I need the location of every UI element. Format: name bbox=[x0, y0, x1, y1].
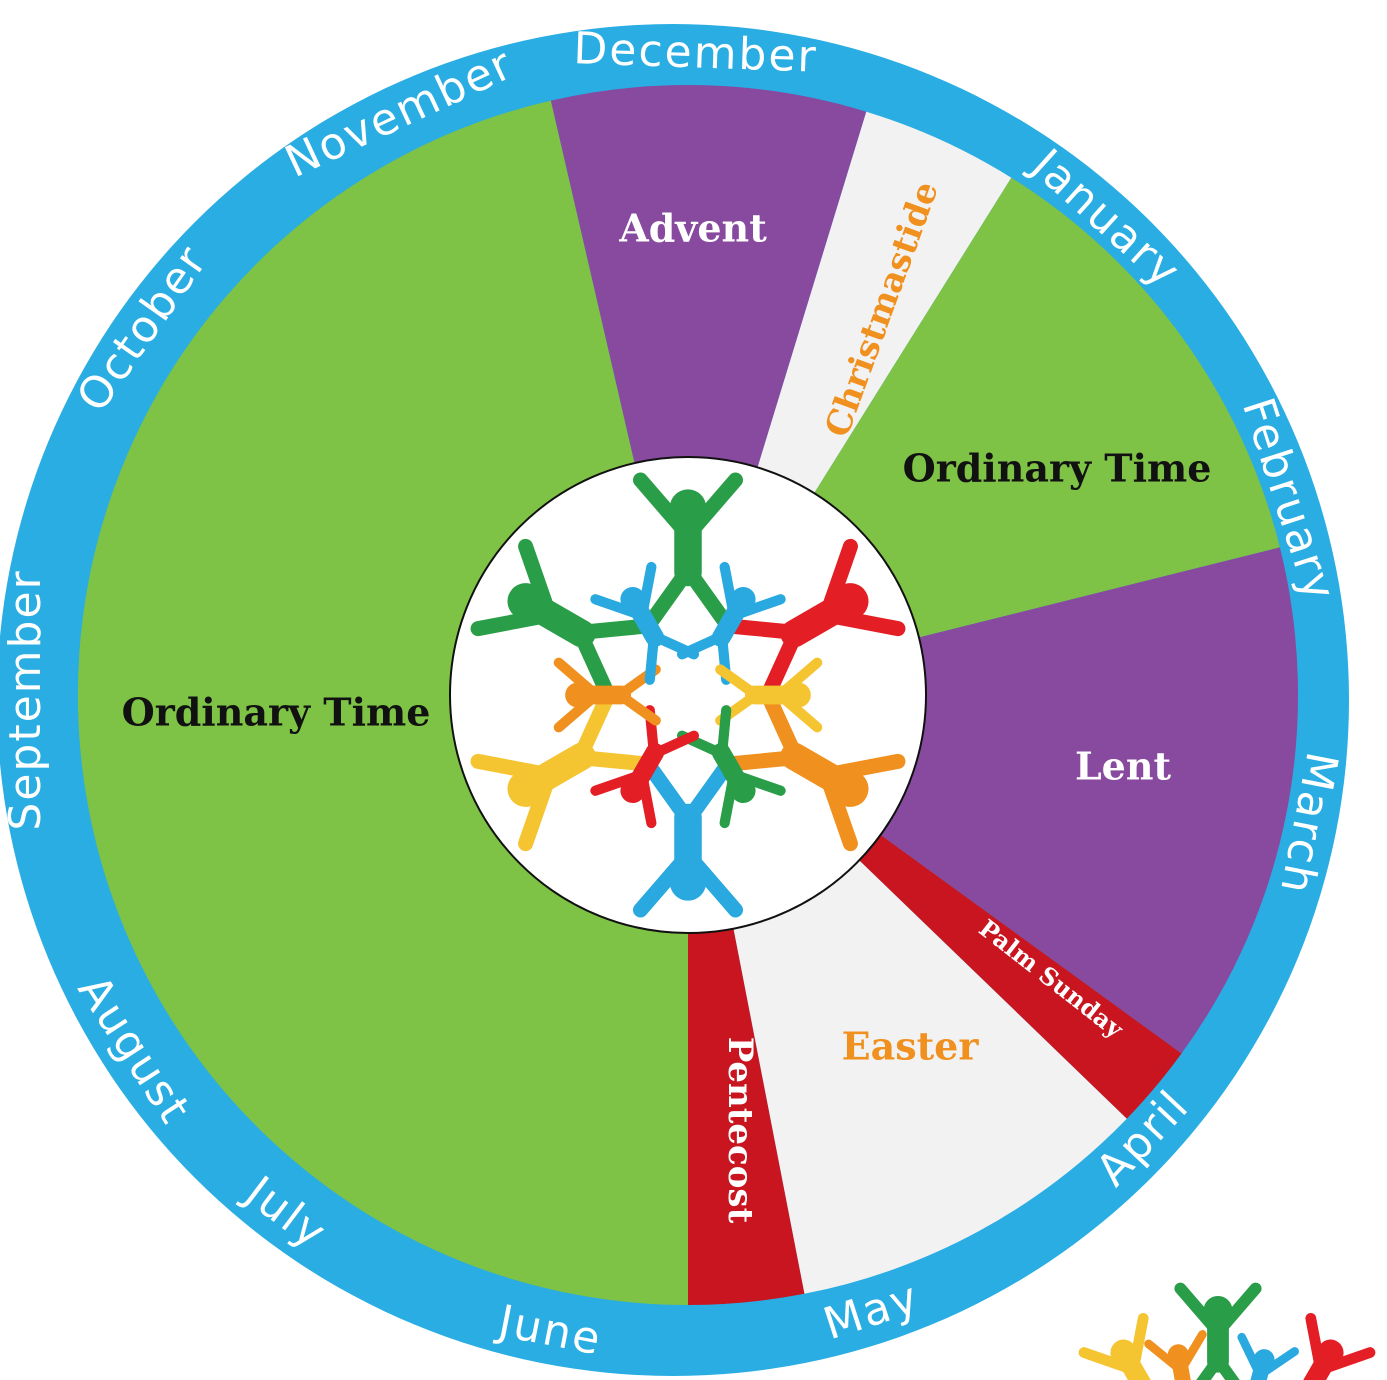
season-label-lent: Lent bbox=[1075, 744, 1172, 789]
people-logo-icon bbox=[1084, 1289, 1370, 1380]
wedge-ordinary-time-summer bbox=[77, 100, 689, 1306]
month-label-december: December bbox=[573, 23, 819, 82]
season-label-advent: Advent bbox=[618, 206, 767, 251]
wedge-advent bbox=[550, 85, 867, 695]
season-label-ordinary-time-summer: Ordinary Time bbox=[122, 690, 431, 735]
season-label-pentecost: Pentecost bbox=[720, 1037, 760, 1224]
center-hub bbox=[449, 456, 927, 934]
season-label-easter: Easter bbox=[842, 1024, 980, 1069]
month-label-september: September bbox=[0, 569, 51, 830]
person-figure-icon bbox=[1259, 1318, 1370, 1380]
season-label-ordinary-time-winter: Ordinary Time bbox=[903, 446, 1212, 491]
